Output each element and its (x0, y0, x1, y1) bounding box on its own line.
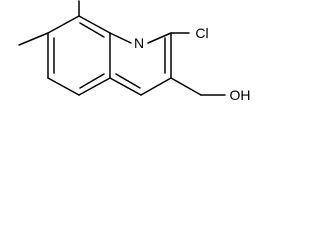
bond-c4-c4a-inner (115, 73, 141, 89)
chemical-structure: N Cl OH (18, 0, 251, 103)
bond-c5-c4a-inner (79, 73, 105, 89)
bond-c4-c4a (109, 77, 142, 96)
bond-c5-c4a (78, 77, 111, 96)
bond-c8a-c8-inner (79, 22, 105, 38)
chlorine-label: Cl (195, 25, 208, 41)
bond-c7-methyl (18, 32, 49, 46)
bond-c8-c7 (47, 15, 80, 34)
bond-c3-c4 (140, 77, 172, 96)
bond-c3-ch2 (170, 77, 202, 96)
nitrogen-label: N (134, 35, 144, 51)
bond-c8a-n (109, 32, 132, 44)
bond-n-c2 (147, 32, 172, 44)
bond-c6-c5 (47, 77, 80, 96)
hydroxyl-label: OH (230, 87, 251, 103)
bond-c8a-c8 (78, 15, 111, 34)
